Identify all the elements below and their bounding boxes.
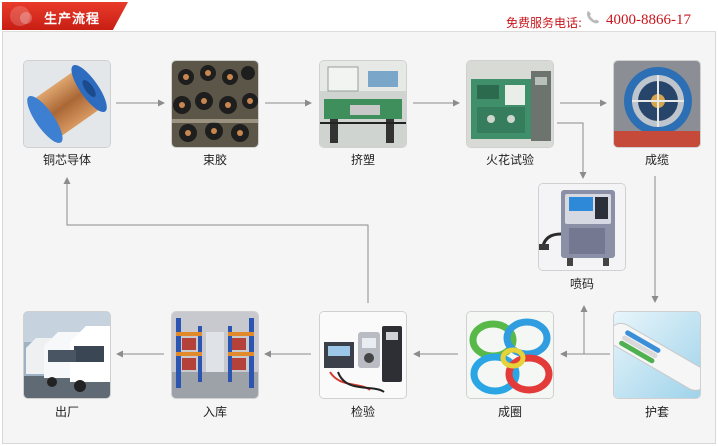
sheathed-cable-icon [614,312,700,398]
step-label-spark: 火花试验 [485,153,534,167]
step-label-copper: 铜芯导体 [42,153,91,167]
step-label-coil: 成圈 [497,405,522,419]
step-label-print: 喷码 [569,277,594,291]
step-label-sheath: 护套 [644,405,669,419]
extrusion-line-icon [320,61,406,147]
inkjet-printer-icon [539,184,625,270]
arrow-sheath-to-print [580,305,610,355]
wire-coils-icon [467,312,553,398]
step-label-cable: 成缆 [644,153,669,167]
arrow-inspect-to-copper [63,177,369,303]
copper-wire-spool-icon [24,61,110,147]
phone-icon [587,11,599,24]
step-label-ship: 出厂 [54,405,79,419]
test-instrument-icon [320,312,406,398]
step-label-inspect: 检验 [350,405,375,419]
header-tab [2,2,128,30]
spark-tester-icon [467,61,553,147]
panel-title: 生产流程 [44,12,101,27]
cabling-machine-icon [614,61,700,147]
warehouse-icon [172,312,258,398]
step-label-extrude: 挤塑 [350,153,375,167]
hotline-label: 免费服务电话: [506,16,583,30]
arrow-spark-to-print [557,122,587,179]
step-label-store: 入库 [202,405,227,419]
bunching-machine-icon [172,61,258,147]
tab-decoration-dot-icon [20,12,32,24]
step-label-bundle: 束胶 [202,153,227,167]
hotline-number[interactable]: 4000-8866-17 [606,12,691,28]
tab-decoration-icon [10,6,30,26]
delivery-trucks-icon [24,312,110,398]
